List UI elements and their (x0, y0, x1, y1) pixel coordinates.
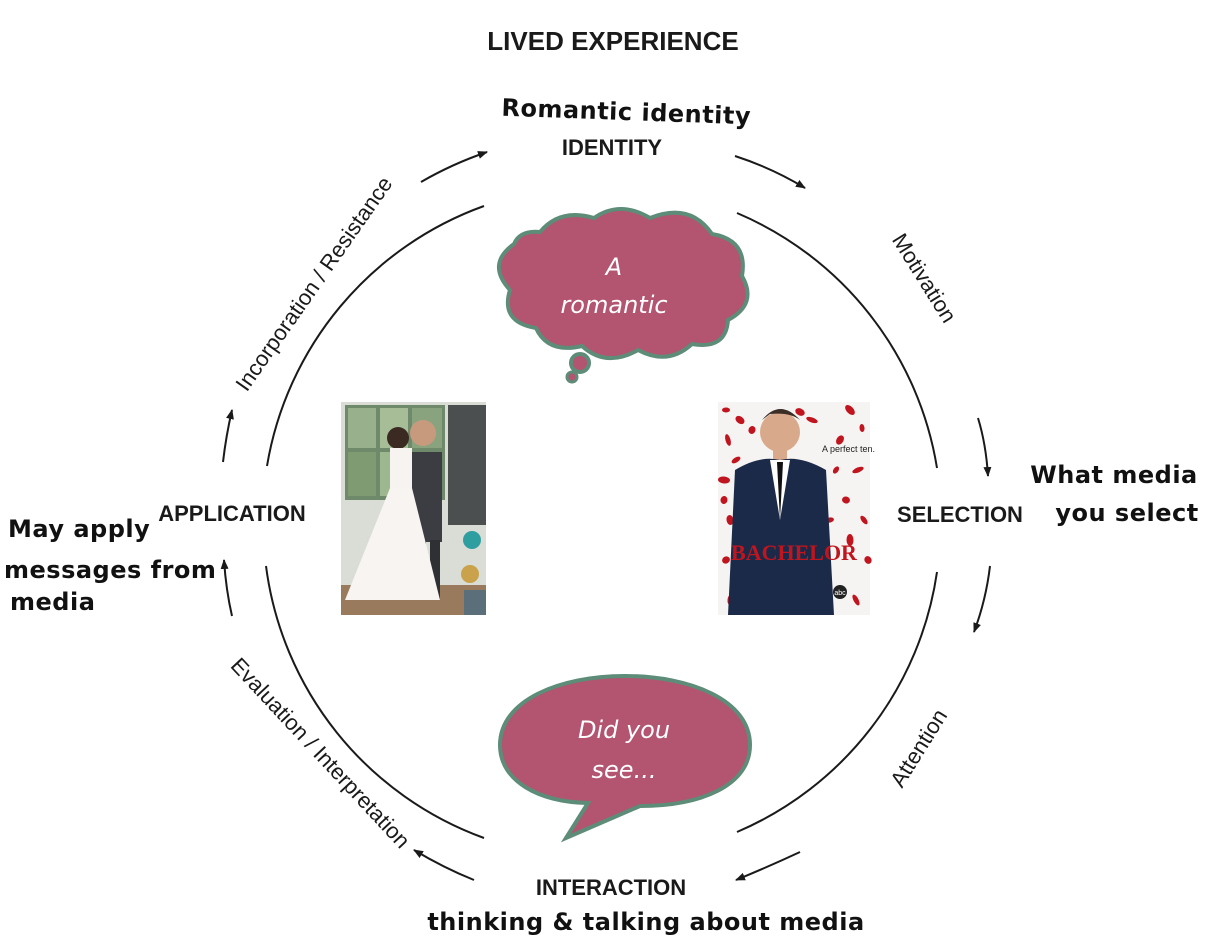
arrow-incorporation-to-identity (420, 151, 488, 183)
thought-bubble: A romantic (497, 207, 750, 384)
arrow-selection-to-attention (973, 565, 991, 633)
speech-text-line-2: see... (592, 756, 657, 784)
edge-label-incorporation: Incorporation / Resistance (230, 172, 397, 396)
node-interaction: INTERACTION (536, 875, 686, 900)
wedding-couple-kiss-image (341, 402, 486, 615)
edge-label-attention: Attention (885, 705, 952, 792)
poster-petal (864, 556, 872, 564)
edge-label-evaluation: Evaluation / Interpretation (226, 653, 415, 853)
poster-petal (860, 515, 868, 525)
poster-petal (731, 456, 741, 464)
poster-petal (735, 415, 745, 425)
annotation-thinking-talking: thinking & talking about media (427, 908, 864, 936)
poster-petal (836, 435, 844, 445)
arc-interaction-application (265, 565, 485, 839)
poster-petal (852, 594, 860, 606)
bachelor-tv-poster-image: A perfect ten. BACHELOR abc (718, 402, 875, 615)
poster-logo: BACHELOR (731, 540, 858, 565)
thought-text-line-2: romantic (560, 291, 667, 319)
arrow-motivation-to-selection (977, 417, 992, 477)
poster-petal (726, 515, 734, 525)
annotation-media: media (10, 588, 95, 616)
poster-petal (718, 476, 730, 484)
poster-petal (832, 466, 840, 474)
arc-selection-interaction (736, 571, 938, 833)
node-application: APPLICATION (158, 501, 305, 526)
poster-petal (806, 416, 818, 424)
edge-label-motivation: Motivation (887, 229, 961, 327)
arc-application-identity (266, 205, 485, 467)
poster-petal (845, 405, 855, 415)
poster-petal (722, 556, 730, 564)
node-selection: SELECTION (897, 502, 1023, 527)
poster-petal (859, 424, 865, 432)
poster-petal (852, 466, 864, 474)
poster-network: abc (834, 590, 846, 597)
arrow-evaluation-to-application (220, 559, 233, 617)
thought-text-line-1: A (604, 253, 622, 281)
arrow-identity-to-motivation (734, 155, 806, 189)
poster-petal (725, 434, 731, 446)
speech-bubble-shape (497, 673, 753, 843)
annotation-romantic-identity: Romantic identity (501, 94, 751, 131)
arrow-interaction-to-evaluation (413, 849, 475, 881)
annotation-messages-from: messages from (4, 556, 216, 584)
thought-cloud-shape (497, 207, 750, 361)
poster-petal (842, 496, 850, 504)
speech-bubble: Did you see... (497, 673, 753, 843)
poster-petal (795, 408, 805, 416)
poster-tagline: A perfect ten. (822, 444, 875, 454)
thought-dot-small (565, 370, 579, 384)
thought-dot-large (569, 352, 591, 374)
annotation-what-media: What media (1030, 461, 1197, 489)
poster-petal (846, 534, 854, 546)
poster-petal (720, 496, 728, 504)
poster-network-badge (833, 585, 847, 599)
speech-text-line-1: Did you (578, 716, 670, 744)
arrow-application-to-incorporation (222, 409, 234, 463)
node-identity: IDENTITY (562, 135, 663, 160)
arc-identity-selection (736, 212, 938, 469)
annotation-you-select: you select (1055, 499, 1198, 527)
poster-petal (722, 407, 730, 413)
annotation-may-apply: May apply (8, 515, 150, 543)
diagram-title: LIVED EXPERIENCE (487, 26, 738, 56)
poster-petal (748, 426, 756, 434)
arrow-attention-to-interaction (735, 851, 801, 881)
